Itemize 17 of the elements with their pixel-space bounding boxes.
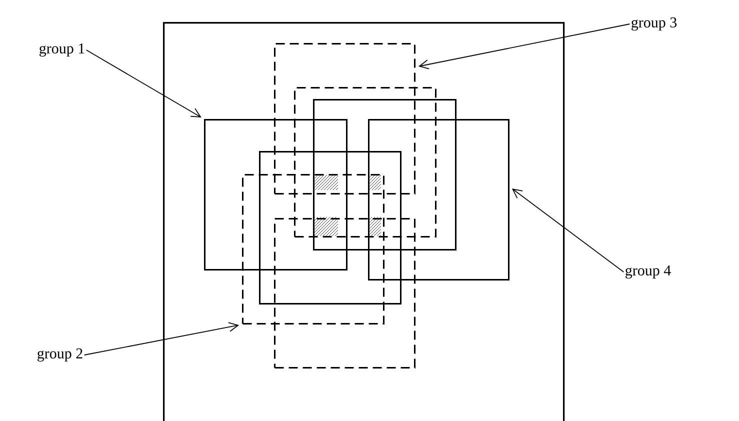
solid-box — [368, 119, 510, 280]
group-label: group 1 — [40, 43, 84, 57]
dashed-box — [274, 218, 416, 368]
group-label: group 3 — [632, 17, 677, 31]
dashed-box — [242, 174, 384, 324]
group-label: group 4 — [626, 265, 671, 279]
dashed-box — [274, 43, 416, 194]
group-label: group 2 — [38, 348, 82, 362]
solid-box — [313, 99, 456, 250]
arrow — [86, 50, 202, 118]
dashed-box — [294, 87, 436, 238]
frame-box — [163, 22, 565, 421]
solid-box — [259, 151, 402, 304]
arrow — [418, 24, 630, 70]
solid-box — [204, 119, 348, 270]
arrow — [84, 322, 240, 356]
arrow — [512, 188, 624, 272]
